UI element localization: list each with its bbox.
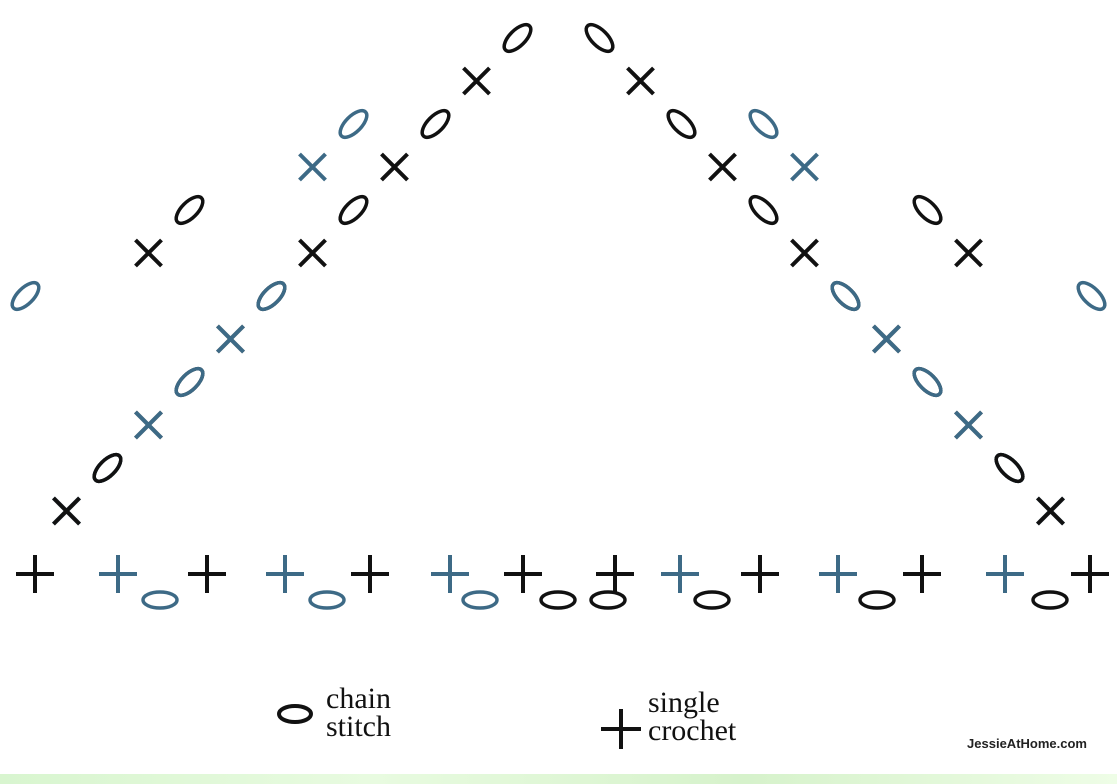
watermark: JessieAtHome.com (967, 736, 1087, 751)
single-crochet-symbol (266, 555, 304, 593)
bottom-strip (0, 774, 1117, 784)
sc-x-symbol (134, 238, 163, 268)
single-crochet-label: single crochet (648, 686, 737, 747)
chain-stitch-symbol (994, 452, 1025, 484)
sc-x-symbol (380, 152, 409, 182)
single-crochet-symbol (99, 555, 137, 593)
foundation-chain-symbol (308, 590, 346, 610)
chain-stitch-symbol (338, 194, 369, 226)
chain-stitch-symbol (748, 194, 779, 226)
single-crochet-symbol (504, 555, 542, 593)
sc-x-symbol (216, 324, 245, 354)
chain-stitch-symbol (584, 22, 615, 54)
foundation-chain-symbol (1031, 590, 1069, 610)
chain-stitch-symbol (912, 194, 943, 226)
sc-x-symbol (298, 152, 327, 182)
sc-x-symbol (872, 324, 901, 354)
single-crochet-symbol (351, 555, 389, 593)
chain-stitch-symbol (10, 280, 41, 312)
single-crochet-symbol (661, 555, 699, 593)
single-crochet-symbol-icon (601, 709, 641, 749)
foundation-chain-symbol (693, 590, 731, 610)
single-crochet-symbol (596, 555, 634, 593)
legend-chain-stitch: chain stitch (270, 682, 391, 743)
chain-stitch-label: chain stitch (326, 682, 391, 743)
chain-stitch-symbol (420, 108, 451, 140)
foundation-chain-symbol (141, 590, 179, 610)
chain-stitch-symbol (92, 452, 123, 484)
foundation-chain-symbol (589, 590, 627, 610)
sc-x-symbol (298, 238, 327, 268)
sc-x-symbol (134, 410, 163, 440)
chain-stitch-symbol (174, 366, 205, 398)
sc-x-symbol (708, 152, 737, 182)
sc-x-symbol (790, 238, 819, 268)
sc-x-symbol (626, 66, 655, 96)
chain-stitch-symbol-icon (277, 704, 313, 724)
single-crochet-symbol (16, 555, 54, 593)
chain-stitch-symbol (256, 280, 287, 312)
chain-stitch-symbol (830, 280, 861, 312)
sc-x-symbol (1036, 496, 1065, 526)
chain-stitch-symbol (666, 108, 697, 140)
single-crochet-symbol (741, 555, 779, 593)
single-crochet-symbol (903, 555, 941, 593)
sc-x-symbol (462, 66, 491, 96)
single-crochet-symbol (986, 555, 1024, 593)
sc-x-symbol (790, 152, 819, 182)
legend-single-crochet: single crochet (598, 685, 736, 749)
foundation-chain-symbol (461, 590, 499, 610)
crochet-chart (10, 22, 1109, 610)
sc-x-symbol (52, 496, 81, 526)
chain-stitch-symbol (502, 22, 533, 54)
single-crochet-symbol (819, 555, 857, 593)
foundation-chain-symbol (858, 590, 896, 610)
sc-x-symbol (954, 238, 983, 268)
single-crochet-symbol (431, 555, 469, 593)
single-crochet-symbol (1071, 555, 1109, 593)
chain-stitch-symbol (1076, 280, 1107, 312)
foundation-chain-symbol (539, 590, 577, 610)
chain-stitch-symbol (912, 366, 943, 398)
chain-stitch-symbol (338, 108, 369, 140)
chain-stitch-symbol (748, 108, 779, 140)
chain-stitch-symbol (174, 194, 205, 226)
single-crochet-symbol (188, 555, 226, 593)
sc-x-symbol (954, 410, 983, 440)
